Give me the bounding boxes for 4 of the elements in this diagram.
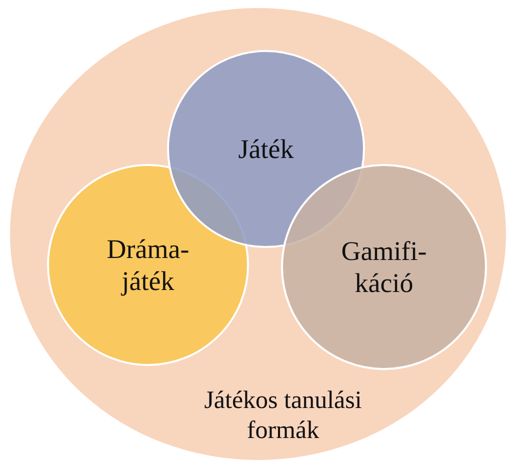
circle-label: Játék: [237, 132, 295, 166]
circle-label: Gamifi-káció: [340, 234, 428, 300]
ellipse-label: Játékos tanulási formák: [203, 386, 363, 446]
circle-label: Dráma-játék: [106, 232, 190, 298]
